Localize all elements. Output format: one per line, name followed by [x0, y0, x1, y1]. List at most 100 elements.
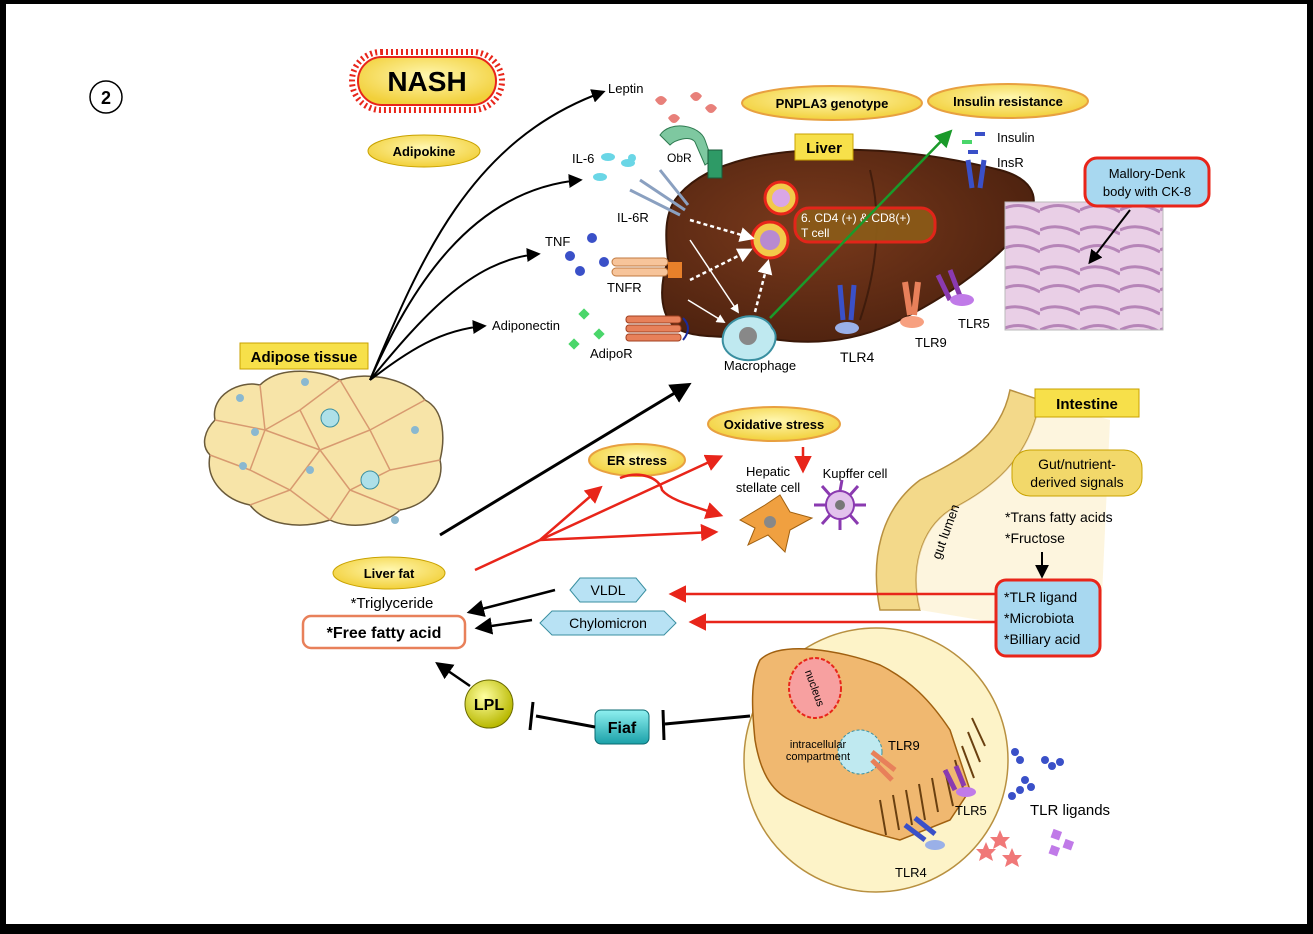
svg-text:ObR: ObR [667, 151, 692, 165]
svg-text:Chylomicron: Chylomicron [569, 615, 647, 631]
svg-text:*Billiary acid: *Billiary acid [1004, 631, 1080, 647]
svg-text:Kupffer cell: Kupffer cell [823, 466, 888, 481]
svg-text:body with CK-8: body with CK-8 [1103, 184, 1191, 199]
adipokine-label: Adipokine [367, 134, 481, 168]
svg-text:stellate cell: stellate cell [736, 480, 800, 495]
svg-text:Adiponectin: Adiponectin [492, 318, 560, 333]
svg-text:AdipoR: AdipoR [590, 346, 633, 361]
panel-number: 2 [101, 88, 111, 108]
svg-text:TNFR: TNFR [607, 280, 642, 295]
chylomicron-badge: Chylomicron [539, 610, 677, 636]
svg-text:derived signals: derived signals [1030, 474, 1123, 490]
lpl-node: LPL [464, 679, 514, 729]
liver-tlr5: TLR5 [935, 269, 990, 331]
inhibition-lines [528, 701, 751, 741]
svg-text:TNF: TNF [545, 234, 570, 249]
svg-text:PNPLA3 genotype: PNPLA3 genotype [776, 96, 889, 111]
svg-text:Hepatic: Hepatic [746, 464, 791, 479]
svg-text:*Microbiota: *Microbiota [1004, 610, 1074, 626]
svg-text:IL-6: IL-6 [572, 151, 594, 166]
er-stress-label: ER stress [588, 443, 686, 477]
intestine-label: Intestine [1034, 388, 1140, 418]
nash-title-badge: NASH [349, 49, 505, 113]
obr-receptor: ObR [659, 125, 723, 179]
nash-title: NASH [387, 66, 466, 97]
svg-text:TLR5: TLR5 [958, 316, 990, 331]
svg-text:*Free fatty acid: *Free fatty acid [327, 625, 442, 642]
free-fatty-acid-box: *Free fatty acid [301, 614, 467, 650]
gut-signals-label: Gut/nutrient- derived signals [1011, 449, 1143, 497]
stress-arrows [474, 454, 724, 572]
svg-text:TLR5: TLR5 [955, 803, 987, 818]
macrophage: Macrophage [721, 315, 796, 373]
liver-label: Liver [794, 133, 854, 161]
trans-fatty-acids: *Trans fatty acids [1005, 509, 1113, 525]
adipose-tissue-label: Adipose tissue [239, 342, 369, 370]
tlr-ligand-box: *TLR ligand *Microbiota *Billiary acid [994, 578, 1102, 658]
svg-text:InsR: InsR [997, 155, 1024, 170]
svg-text:TLR9: TLR9 [888, 738, 920, 753]
svg-text:compartment: compartment [786, 751, 850, 763]
fructose: *Fructose [1005, 530, 1065, 546]
svg-text:*TLR ligand: *TLR ligand [1004, 589, 1077, 605]
lpl-to-ffa-arrow [435, 662, 471, 688]
triglyceride: *Triglyceride [351, 595, 434, 612]
adipokine-arrows [369, 89, 606, 381]
svg-text:T cell: T cell [801, 226, 829, 240]
liver-tlr4: TLR4 [835, 284, 874, 365]
svg-text:Fiaf: Fiaf [608, 720, 637, 737]
svg-text:Intestine: Intestine [1056, 396, 1118, 413]
svg-text:Leptin: Leptin [608, 81, 643, 96]
leptin-molecules: Leptin [608, 81, 717, 123]
histology-image [1004, 201, 1164, 331]
svg-text:ER stress: ER stress [607, 453, 667, 468]
oxidative-stress-label: Oxidative stress [707, 406, 841, 442]
insulin-resistance-label: Insulin resistance [927, 83, 1089, 119]
liver-fat-label: Liver fat [332, 556, 446, 590]
lipoprotein-to-ffa-arrows [466, 588, 556, 635]
insulin-receptor: Insulin InsR [962, 130, 1035, 189]
svg-text:VLDL: VLDL [590, 582, 625, 598]
hepatic-stellate-cell: Hepatic stellate cell [736, 464, 814, 553]
svg-text:Insulin resistance: Insulin resistance [953, 94, 1063, 109]
svg-text:intracellular: intracellular [790, 739, 847, 751]
svg-text:Gut/nutrient-: Gut/nutrient- [1038, 456, 1116, 472]
svg-text:TLR4: TLR4 [895, 865, 927, 880]
adipor-receptor: AdipoR [590, 315, 689, 361]
tnf-molecules: TNF [545, 233, 609, 276]
svg-text:Adipokine: Adipokine [393, 144, 456, 159]
svg-text:LPL: LPL [474, 697, 504, 714]
mallory-arrow [1088, 209, 1131, 265]
kupffer-cell: Kupffer cell [814, 466, 888, 530]
svg-text:6. CD4 (+) & CD8(+): 6. CD4 (+) & CD8(+) [801, 211, 910, 225]
il6r-receptor: IL-6R [617, 154, 690, 225]
svg-text:IL-6R: IL-6R [617, 210, 649, 225]
enterocyte-zoom: nucleus intracellular compartment TLR9 T… [743, 627, 1009, 893]
liver-tlr9: TLR9 [900, 281, 947, 350]
svg-text:Mallory-Denk: Mallory-Denk [1109, 166, 1186, 181]
svg-text:Liver: Liver [806, 140, 842, 157]
t-cell-group: 6. CD4 (+) & CD8(+) T cell [750, 180, 937, 260]
svg-text:Macrophage: Macrophage [724, 358, 796, 373]
svg-text:Oxidative stress: Oxidative stress [724, 417, 824, 432]
mallory-denk-label: Mallory-Denk body with CK-8 [1083, 156, 1211, 208]
liver-internal-arrows [687, 218, 773, 323]
vldl-badge: VLDL [569, 577, 647, 603]
svg-text:TLR9: TLR9 [915, 335, 947, 350]
insulin-resistance-arrow [769, 129, 953, 319]
svg-text:TLR ligands: TLR ligands [1030, 802, 1110, 819]
tlr-ligands-cluster: TLR ligands [976, 748, 1110, 867]
tnfr-receptor: TNFR [607, 257, 682, 295]
svg-text:Adipose tissue: Adipose tissue [251, 349, 358, 366]
panel-number-badge: 2 [89, 80, 123, 114]
adipose-tissue-cluster [203, 370, 444, 526]
liver-fat-to-liver-arrow [439, 382, 692, 537]
svg-text:Liver fat: Liver fat [364, 566, 415, 581]
svg-text:Insulin: Insulin [997, 130, 1035, 145]
fiaf-node: Fiaf [594, 709, 650, 745]
adiponectin-molecules: Adiponectin [492, 308, 605, 350]
pnpla3-label: PNPLA3 genotype [741, 85, 923, 121]
svg-text:TLR4: TLR4 [840, 349, 874, 365]
